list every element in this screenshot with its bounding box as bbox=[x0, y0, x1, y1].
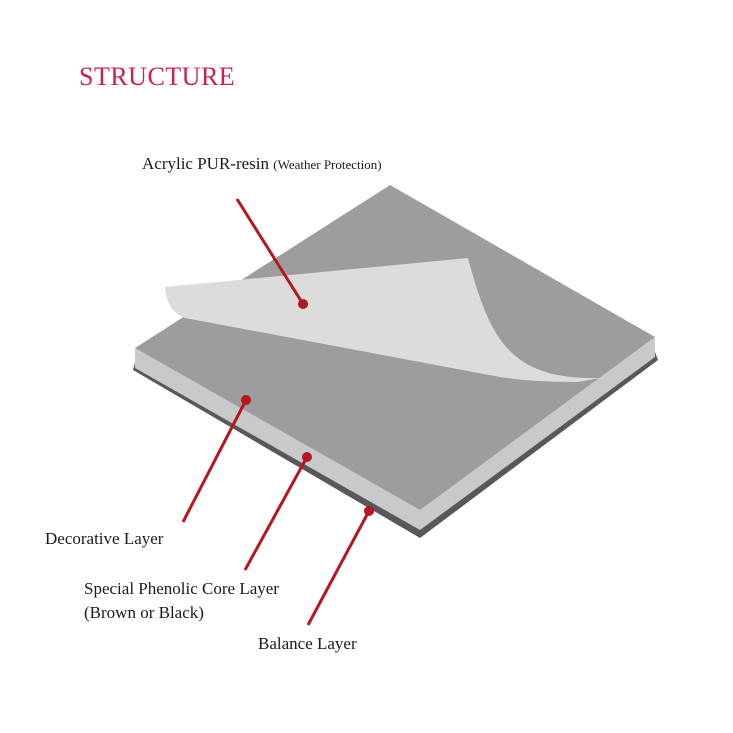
leader-decorative bbox=[181, 399, 248, 523]
label-acrylic-main: Acrylic PUR-resin bbox=[142, 154, 270, 173]
leader-acrylic bbox=[235, 198, 305, 305]
diagram-title: STRUCTURE bbox=[79, 62, 236, 91]
leader-dot-balance bbox=[364, 506, 374, 516]
leader-dot-core bbox=[302, 452, 312, 462]
acrylic-film-peel bbox=[165, 258, 600, 382]
label-core-line1: Special Phenolic Core Layer bbox=[84, 579, 279, 598]
leader-lines bbox=[181, 198, 374, 626]
leader-dot-acrylic bbox=[298, 299, 308, 309]
label-acrylic-note: (Weather Protection) bbox=[273, 157, 382, 172]
core-layer-edge bbox=[135, 337, 655, 530]
leader-balance bbox=[306, 510, 371, 626]
label-balance: Balance Layer bbox=[258, 634, 357, 653]
label-core-line2: (Brown or Black) bbox=[84, 603, 204, 622]
label-acrylic: Acrylic PUR-resin (Weather Protection) bbox=[142, 153, 382, 176]
label-decorative: Decorative Layer bbox=[45, 529, 164, 548]
leader-dot-decorative bbox=[241, 395, 251, 405]
leader-core bbox=[243, 456, 309, 571]
